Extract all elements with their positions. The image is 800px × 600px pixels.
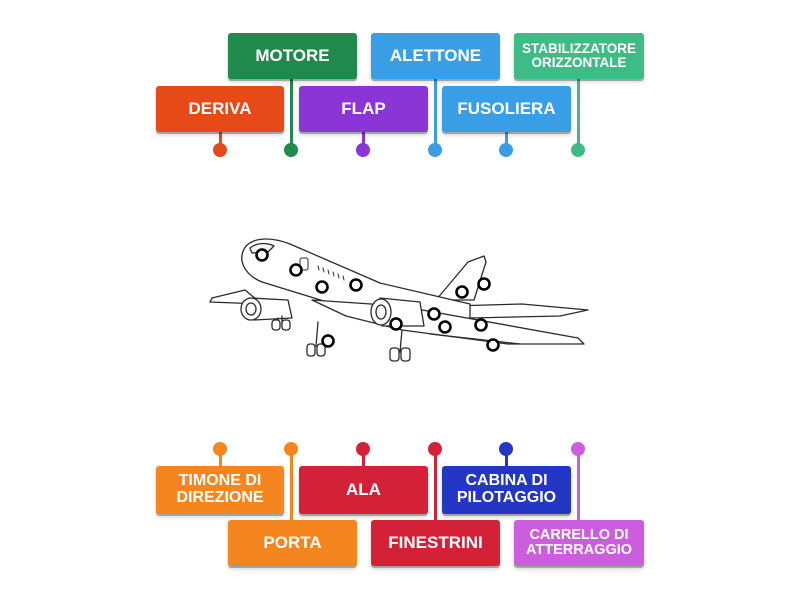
- hotspot-rudder[interactable]: [455, 285, 469, 299]
- label-carrello-text: CARRELLO DI ATTERRAGGIO: [525, 526, 633, 558]
- hotspot-fin[interactable]: [477, 277, 491, 291]
- label-stabilizzatore-text: STABILIZZATORE ORIZZONTALE: [522, 40, 636, 70]
- landing-gear: [271, 315, 411, 362]
- hotspot-fuselage[interactable]: [427, 307, 441, 321]
- label-porta[interactable]: PORTA: [228, 520, 357, 566]
- connector-alettone: [434, 79, 437, 150]
- hotspot-door[interactable]: [289, 263, 303, 277]
- hotspot-flap[interactable]: [438, 320, 452, 334]
- label-flap[interactable]: FLAP: [299, 86, 428, 132]
- label-stabilizzatore-orizzontale[interactable]: STABILIZZATORE ORIZZONTALE: [514, 33, 644, 79]
- connector-cabina: [505, 450, 508, 466]
- connector-ala: [362, 450, 365, 466]
- label-fusoliera-text: FUSOLIERA: [457, 99, 556, 119]
- horizontal-stabilizer: [451, 303, 589, 319]
- dot-cabina[interactable]: [499, 442, 513, 456]
- hotspot-cockpit[interactable]: [255, 248, 269, 262]
- hotspot-engine-left[interactable]: [315, 280, 329, 294]
- left-engine: [240, 297, 293, 321]
- label-deriva[interactable]: DERIVA: [156, 86, 284, 132]
- right-engine: [370, 297, 425, 327]
- dot-flap[interactable]: [356, 143, 370, 157]
- connector-motore: [290, 79, 293, 150]
- vertical-stabilizer: [435, 255, 487, 301]
- label-carrello-di-atterraggio[interactable]: CARRELLO DI ATTERRAGGIO: [514, 520, 644, 566]
- label-motore-text: MOTORE: [255, 46, 330, 66]
- label-timone-text: TIMONE DI DIREZIONE: [176, 472, 264, 506]
- label-cabina-di-pilotaggio[interactable]: CABINA DI PILOTAGGIO: [442, 466, 571, 514]
- cabin-windows: [317, 265, 345, 281]
- connector-finestrini: [434, 450, 437, 520]
- label-motore[interactable]: MOTORE: [228, 33, 357, 79]
- dot-carrello[interactable]: [571, 442, 585, 456]
- dot-ala[interactable]: [356, 442, 370, 456]
- connector-stabilizzatore: [577, 79, 580, 150]
- label-timone-di-direzione[interactable]: TIMONE DI DIREZIONE: [156, 466, 284, 514]
- label-alettone[interactable]: ALETTONE: [371, 33, 500, 79]
- dot-timone[interactable]: [213, 442, 227, 456]
- label-flap-text: FLAP: [341, 99, 386, 119]
- connector-flap: [362, 132, 365, 150]
- label-finestrini[interactable]: FINESTRINI: [371, 520, 500, 566]
- connector-fusoliera: [505, 132, 508, 150]
- dot-alettone[interactable]: [428, 143, 442, 157]
- connector-carrello: [577, 450, 580, 520]
- label-alettone-text: ALETTONE: [389, 46, 482, 66]
- label-ala-text: ALA: [346, 480, 381, 500]
- label-fusoliera[interactable]: FUSOLIERA: [442, 86, 571, 132]
- label-ala[interactable]: ALA: [299, 466, 428, 514]
- label-deriva-text: DERIVA: [188, 99, 252, 119]
- dot-porta[interactable]: [284, 442, 298, 456]
- connector-porta: [290, 450, 293, 520]
- hotspot-aileron[interactable]: [486, 338, 500, 352]
- hotspot-windows[interactable]: [349, 278, 363, 292]
- label-porta-text: PORTA: [263, 533, 322, 553]
- hotspot-engine-right[interactable]: [389, 317, 403, 331]
- dot-fusoliera[interactable]: [499, 143, 513, 157]
- label-cabina-text: CABINA DI PILOTAGGIO: [456, 472, 557, 506]
- dot-finestrini[interactable]: [428, 442, 442, 456]
- dot-deriva[interactable]: [213, 143, 227, 157]
- connector-timone: [219, 450, 222, 466]
- dot-stabilizzatore[interactable]: [571, 143, 585, 157]
- label-finestrini-text: FINESTRINI: [388, 533, 483, 553]
- hotspot-wing[interactable]: [474, 318, 488, 332]
- connector-deriva: [219, 132, 222, 150]
- dot-motore[interactable]: [284, 143, 298, 157]
- hotspot-landing-gear[interactable]: [321, 334, 335, 348]
